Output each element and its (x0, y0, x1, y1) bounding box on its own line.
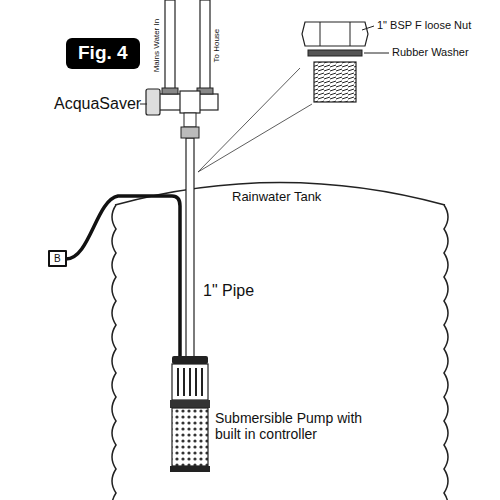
pipe-label: To House (212, 28, 221, 64)
pump-base (170, 466, 210, 472)
nut-facet (320, 22, 321, 46)
mains-pipe (165, 0, 175, 94)
figure-badge: Fig. 4 (66, 38, 140, 69)
pump-band (170, 400, 210, 408)
fitting (162, 88, 178, 94)
inset-leader (198, 104, 312, 172)
pump-motor (172, 364, 208, 400)
tank-top (115, 183, 445, 206)
pump-slots (178, 368, 202, 396)
power-cord (66, 196, 180, 362)
pipe-label: Mains Water In (152, 18, 161, 74)
loose-nut (181, 127, 199, 138)
washer-leader (364, 53, 389, 54)
valve (180, 91, 200, 113)
pump-intake (172, 408, 208, 466)
part-label: Rainwater Tank (232, 190, 321, 205)
nut-leader (362, 26, 374, 30)
part-label: AcquaSaver (54, 95, 141, 113)
rubber-washer (308, 50, 362, 56)
pump-cap (172, 356, 208, 364)
node-text: B (54, 253, 61, 264)
tee (184, 113, 196, 127)
pressure-switch (146, 89, 160, 115)
tank-wall (112, 205, 116, 500)
node-text: Fig. 4 (78, 43, 128, 64)
part-label: Submersible Pump with built in controlle… (215, 410, 380, 442)
part-label: 1" BSP F loose Nut (377, 19, 471, 32)
threaded-fitting (314, 62, 356, 102)
part-label: Rubber Washer (392, 46, 469, 59)
power-outlet: B (48, 250, 67, 267)
tank-wall (444, 205, 448, 500)
pipe (186, 138, 194, 358)
hex-nut (302, 22, 368, 46)
house-pipe (200, 0, 210, 94)
nut-facet (350, 22, 351, 46)
part-label: 1" Pipe (203, 282, 254, 300)
